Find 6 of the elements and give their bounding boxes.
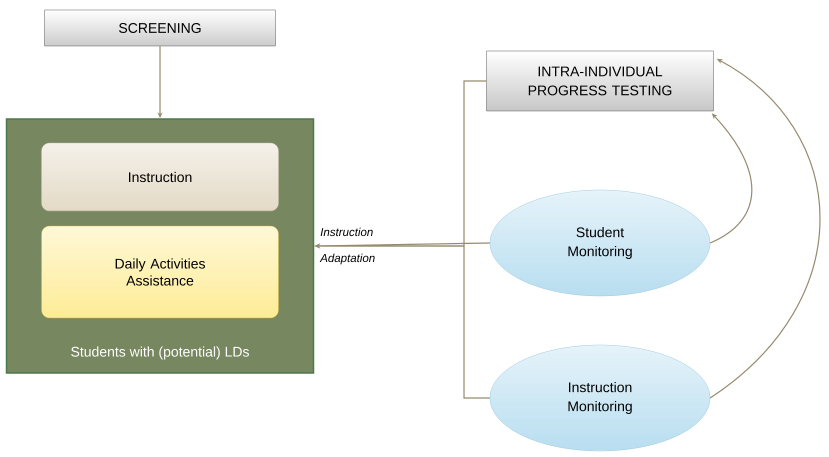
arrow [710,58,821,398]
process-box: Instruction [41,142,279,212]
screening-box: SCREENING [44,10,276,46]
testing-box: INTRA-INDIVIDUAL PROGRESS TESTING [486,50,714,112]
process-box: Daily Activities Assistance [41,226,279,318]
edge-label: Instruction Adaptation [320,228,375,264]
